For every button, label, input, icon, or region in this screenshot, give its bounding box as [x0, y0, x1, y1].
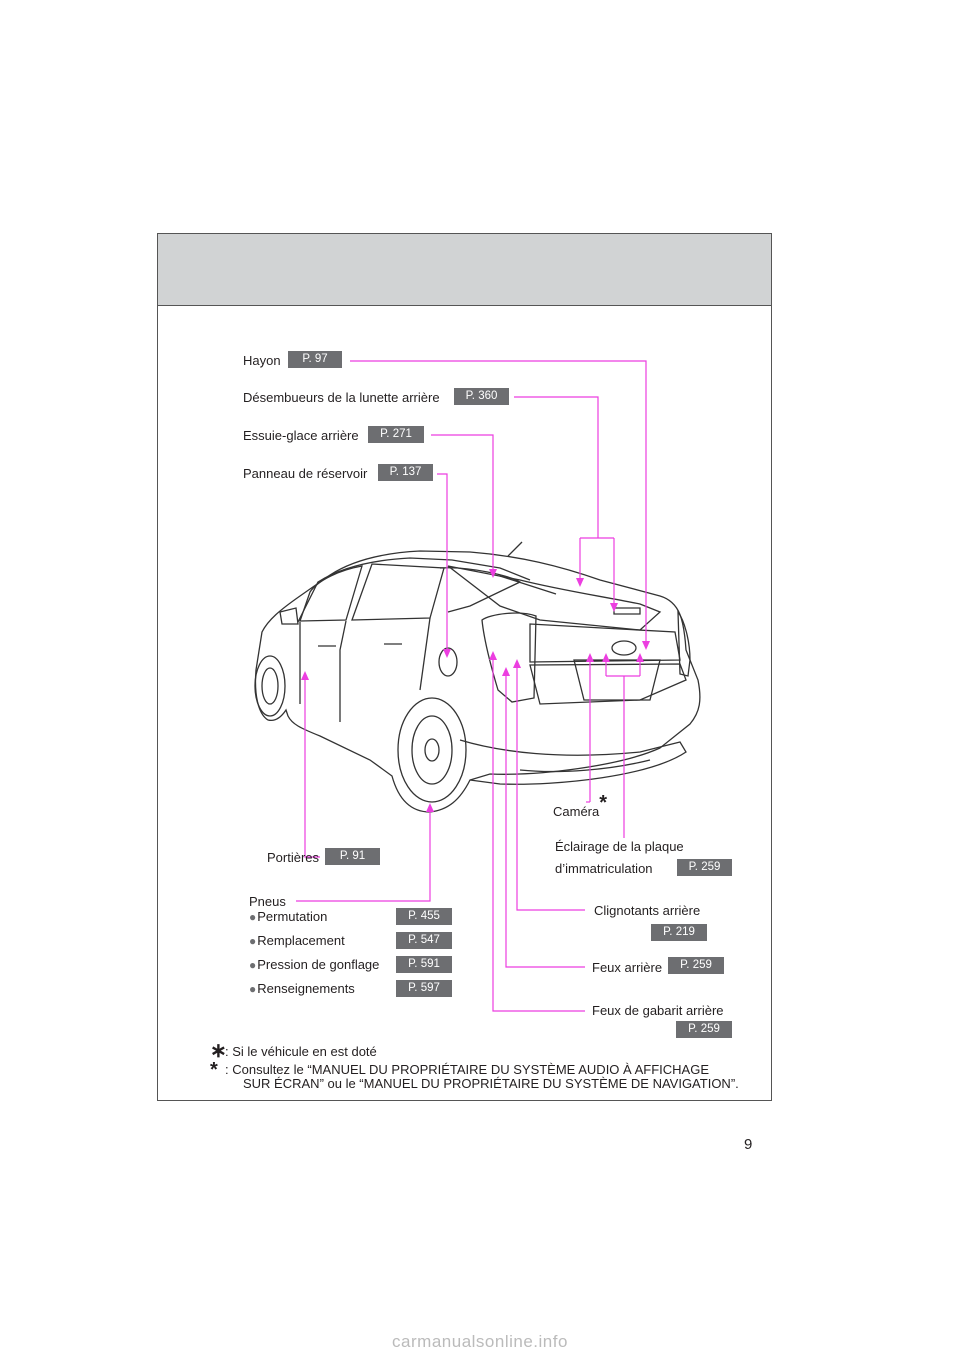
bullet-icon: ● — [249, 958, 257, 972]
list-item-renseignements: ●Renseignements — [249, 981, 355, 997]
leader-arrowheads — [301, 569, 650, 812]
page-ref-feux-gabarit[interactable]: P. 259 — [676, 1021, 732, 1038]
label-pression: Pression de gonflage — [257, 957, 380, 972]
label-camera: Caméra* — [553, 793, 607, 820]
label-eclairage-1: Éclairage de la plaque — [555, 839, 684, 854]
list-item-permutation: ●Permutation — [249, 909, 327, 925]
note2-marker: * — [210, 1059, 218, 1081]
note1-marker: ∗ — [210, 1040, 227, 1062]
label-essuie-glace: Essuie-glace arrière — [243, 428, 359, 443]
page-ref-eclairage[interactable]: P. 259 — [677, 859, 732, 876]
page-ref-panneau[interactable]: P. 137 — [378, 464, 433, 481]
label-portieres: Portières — [267, 850, 320, 865]
page-ref-essuie-glace[interactable]: P. 271 — [368, 426, 424, 443]
bullet-icon: ● — [249, 934, 257, 948]
list-item-pression: ●Pression de gonflage — [249, 957, 379, 973]
label-hayon: Hayon — [243, 353, 281, 368]
page-ref-permutation[interactable]: P. 455 — [396, 908, 452, 925]
label-eclairage-2: d’immatriculation — [555, 861, 653, 876]
label-renseignements: Renseignements — [257, 981, 355, 996]
watermark: carmanualsonline.info — [392, 1332, 568, 1351]
page-ref-hayon[interactable]: P. 97 — [288, 351, 342, 368]
page-ref-feux-arriere[interactable]: P. 259 — [668, 957, 724, 974]
label-permutation: Permutation — [257, 909, 328, 924]
car-outline — [254, 541, 701, 813]
list-item-remplacement: ●Remplacement — [249, 933, 345, 949]
page-ref-clignotants[interactable]: P. 219 — [651, 924, 707, 941]
page-ref-remplacement[interactable]: P. 547 — [396, 932, 452, 949]
label-panneau: Panneau de réservoir — [243, 466, 368, 481]
label-clignotants: Clignotants arrière — [594, 903, 701, 918]
page-frame — [157, 233, 772, 1101]
bullet-icon: ● — [249, 982, 257, 996]
label-feux-gabarit: Feux de gabarit arrière — [592, 1003, 724, 1018]
page-ref-desembueurs[interactable]: P. 360 — [454, 388, 509, 405]
label-pneus: Pneus — [249, 894, 286, 909]
page-ref-pression[interactable]: P. 591 — [396, 956, 452, 973]
note1-text: : Si le véhicule en est doté — [225, 1044, 377, 1059]
label-feux-arriere: Feux arrière — [592, 960, 663, 975]
page-ref-renseignements[interactable]: P. 597 — [396, 980, 452, 997]
label-camera-text: Caméra — [553, 804, 600, 819]
page-number: 9 — [744, 1136, 753, 1153]
header-band — [157, 233, 772, 306]
label-desembueurs: Désembueurs de la lunette arrière — [243, 390, 440, 405]
note2-text-line1: : Consultez le “MANUEL DU PROPRIÉTAIRE D… — [225, 1062, 709, 1077]
bullet-icon: ● — [249, 910, 257, 924]
label-remplacement: Remplacement — [257, 933, 345, 948]
note2-text-line2: SUR ÉCRAN” ou le “MANUEL DU PROPRIÉTAIRE… — [243, 1076, 739, 1091]
leader-lines — [296, 360, 647, 1012]
page-ref-portieres[interactable]: P. 91 — [325, 848, 380, 865]
camera-asterisk: * — [599, 792, 608, 814]
